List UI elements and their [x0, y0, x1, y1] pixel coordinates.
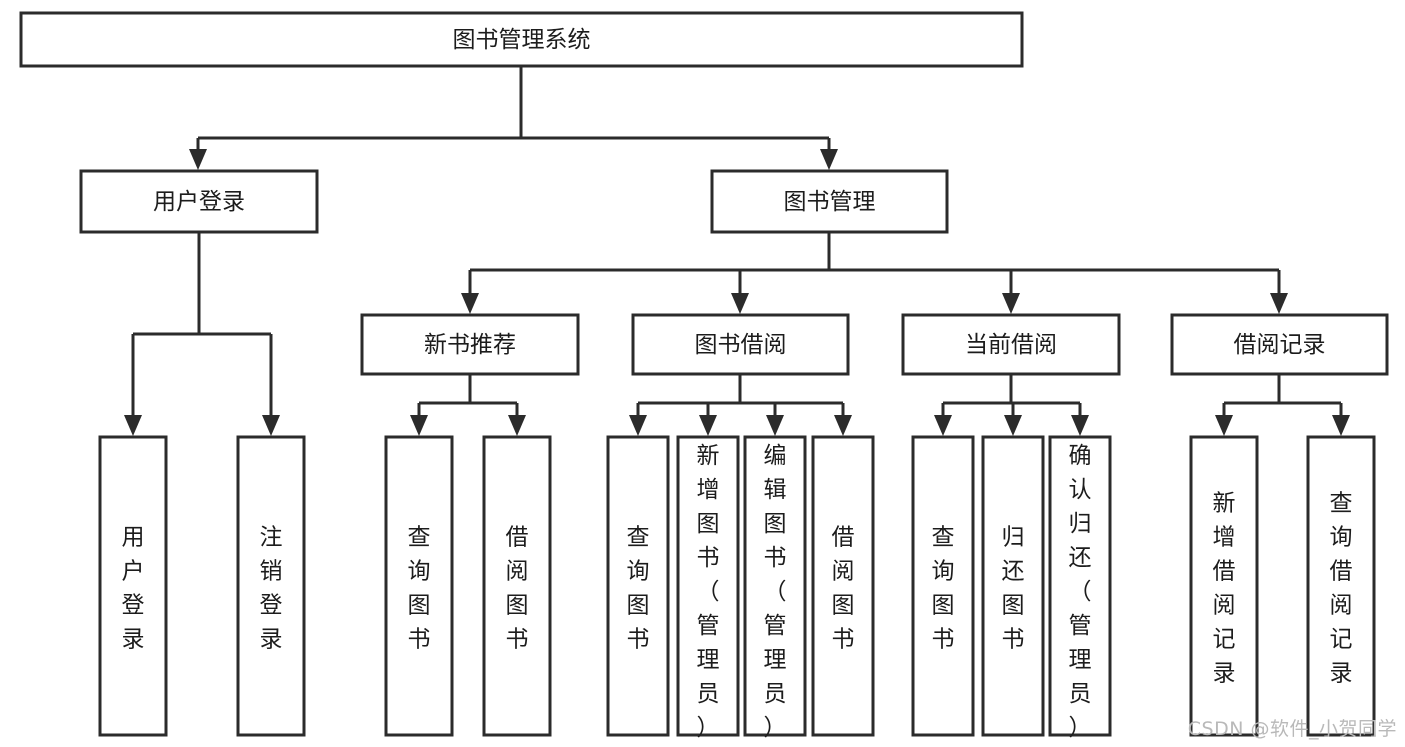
arrow-to-leaf-user-login — [124, 415, 142, 436]
node-l-confirm-return-admin[interactable]: 确认归还（管理员） — [1048, 435, 1112, 741]
arrow-to-leaf-edit-book — [766, 415, 784, 436]
arrow-to-book-borrow — [731, 293, 749, 314]
node-label-l-borrow-book-1: 借阅图书 — [506, 525, 529, 653]
node-n-borrow-record[interactable]: 借阅记录 — [1170, 313, 1389, 376]
node-label-l-add-book-admin: 新增图书（管理员） — [697, 443, 720, 741]
book-borrow-bus — [638, 374, 843, 405]
node-label-l-user-logout: 注销登录 — [260, 525, 283, 653]
node-l-query-borrow-record[interactable]: 查询借阅记录 — [1306, 435, 1376, 737]
node-l-user-logout[interactable]: 注销登录 — [236, 435, 306, 737]
nodes-layer: 图书管理系统用户登录图书管理新书推荐图书借阅当前借阅借阅记录用户登录注销登录查询… — [19, 11, 1389, 741]
node-n-book-borrow[interactable]: 图书借阅 — [631, 313, 850, 376]
node-l-user-login[interactable]: 用户登录 — [98, 435, 168, 737]
node-label-l-query-book-2: 查询图书 — [627, 525, 650, 653]
node-box-n-user-login — [79, 169, 319, 234]
arrow-to-leaf-query-book-2 — [629, 415, 647, 436]
node-label-l-borrow-book-2: 借阅图书 — [832, 525, 855, 653]
node-label-n-book-manage: 图书管理 — [784, 189, 876, 215]
root-bus — [198, 66, 829, 140]
node-label-n-current-borrow: 当前借阅 — [965, 332, 1057, 358]
node-box-n-borrow-record — [1170, 313, 1389, 376]
node-box-l-edit-book-admin — [743, 435, 807, 737]
watermark-text: CSDN @软件_小贺同学 — [1187, 718, 1397, 740]
arrow-to-leaf-query-book-3 — [934, 415, 952, 436]
node-box-l-add-borrow-record — [1189, 435, 1259, 737]
current-borrow-bus — [943, 374, 1080, 405]
node-l-borrow-book-1[interactable]: 借阅图书 — [482, 435, 552, 737]
arrow-to-new-book-rec — [461, 293, 479, 314]
arrow-heads-layer — [124, 149, 1350, 436]
node-label-l-edit-book-admin: 编辑图书（管理员） — [764, 443, 787, 741]
node-box-n-book-manage — [710, 169, 949, 234]
node-box-l-query-borrow-record — [1306, 435, 1376, 737]
node-l-query-book-1[interactable]: 查询图书 — [384, 435, 454, 737]
node-box-n-new-book-rec — [360, 313, 580, 376]
arrow-to-leaf-query-book-1 — [410, 415, 428, 436]
node-l-query-book-2[interactable]: 查询图书 — [606, 435, 670, 737]
node-box-l-return-book — [981, 435, 1045, 737]
node-l-borrow-book-2[interactable]: 借阅图书 — [811, 435, 875, 737]
node-n-book-manage[interactable]: 图书管理 — [710, 169, 949, 234]
node-box-root — [19, 11, 1024, 68]
node-box-l-borrow-book-2 — [811, 435, 875, 737]
node-box-l-query-book-1 — [384, 435, 454, 737]
node-label-root: 图书管理系统 — [453, 27, 591, 53]
node-label-l-query-book-1: 查询图书 — [408, 525, 431, 653]
node-label-l-query-borrow-record: 查询借阅记录 — [1330, 491, 1353, 687]
node-l-return-book[interactable]: 归还图书 — [981, 435, 1045, 737]
node-l-add-book-admin[interactable]: 新增图书（管理员） — [676, 435, 740, 741]
node-label-n-new-book-rec: 新书推荐 — [424, 332, 516, 358]
book-manage-bus — [470, 232, 1279, 272]
node-l-edit-book-admin[interactable]: 编辑图书（管理员） — [743, 435, 807, 741]
node-label-l-query-book-3: 查询图书 — [932, 525, 955, 653]
user-login-bus — [133, 232, 271, 336]
node-label-l-user-login: 用户登录 — [122, 525, 145, 653]
arrow-to-leaf-user-logout — [262, 415, 280, 436]
node-box-l-query-book-3 — [911, 435, 975, 737]
node-n-user-login[interactable]: 用户登录 — [79, 169, 319, 234]
node-box-n-book-borrow — [631, 313, 850, 376]
arrow-to-leaf-borrow-book-1 — [508, 415, 526, 436]
node-label-l-confirm-return-admin: 确认归还（管理员） — [1069, 443, 1092, 741]
new-book-rec-bus — [419, 374, 517, 405]
node-box-l-query-book-2 — [606, 435, 670, 737]
node-n-new-book-rec[interactable]: 新书推荐 — [360, 313, 580, 376]
node-box-l-confirm-return-admin — [1048, 435, 1112, 737]
node-box-l-borrow-book-1 — [482, 435, 552, 737]
node-l-add-borrow-record[interactable]: 新增借阅记录 — [1189, 435, 1259, 737]
node-box-l-add-book-admin — [676, 435, 740, 737]
node-box-l-user-login — [98, 435, 168, 737]
node-label-n-borrow-record: 借阅记录 — [1234, 332, 1326, 358]
arrow-to-user-login — [189, 149, 207, 170]
arrow-to-leaf-return-book — [1004, 415, 1022, 436]
arrow-to-leaf-add-book — [699, 415, 717, 436]
node-label-n-user-login: 用户登录 — [153, 189, 245, 215]
node-box-n-current-borrow — [901, 313, 1121, 376]
arrow-to-leaf-borrow-book-2 — [834, 415, 852, 436]
node-box-l-user-logout — [236, 435, 306, 737]
node-label-l-add-borrow-record: 新增借阅记录 — [1213, 491, 1236, 687]
arrow-to-current-borrow — [1002, 293, 1020, 314]
node-root[interactable]: 图书管理系统 — [19, 11, 1024, 68]
arrow-to-leaf-query-record — [1332, 415, 1350, 436]
arrow-to-leaf-confirm-return — [1071, 415, 1089, 436]
arrow-to-borrow-record — [1270, 293, 1288, 314]
node-label-n-book-borrow: 图书借阅 — [695, 332, 787, 358]
borrow-record-bus — [1224, 374, 1341, 405]
node-l-query-book-3[interactable]: 查询图书 — [911, 435, 975, 737]
arrow-to-book-manage — [820, 149, 838, 170]
node-label-l-return-book: 归还图书 — [1002, 525, 1025, 653]
arrow-to-leaf-add-record — [1215, 415, 1233, 436]
node-n-current-borrow[interactable]: 当前借阅 — [901, 313, 1121, 376]
